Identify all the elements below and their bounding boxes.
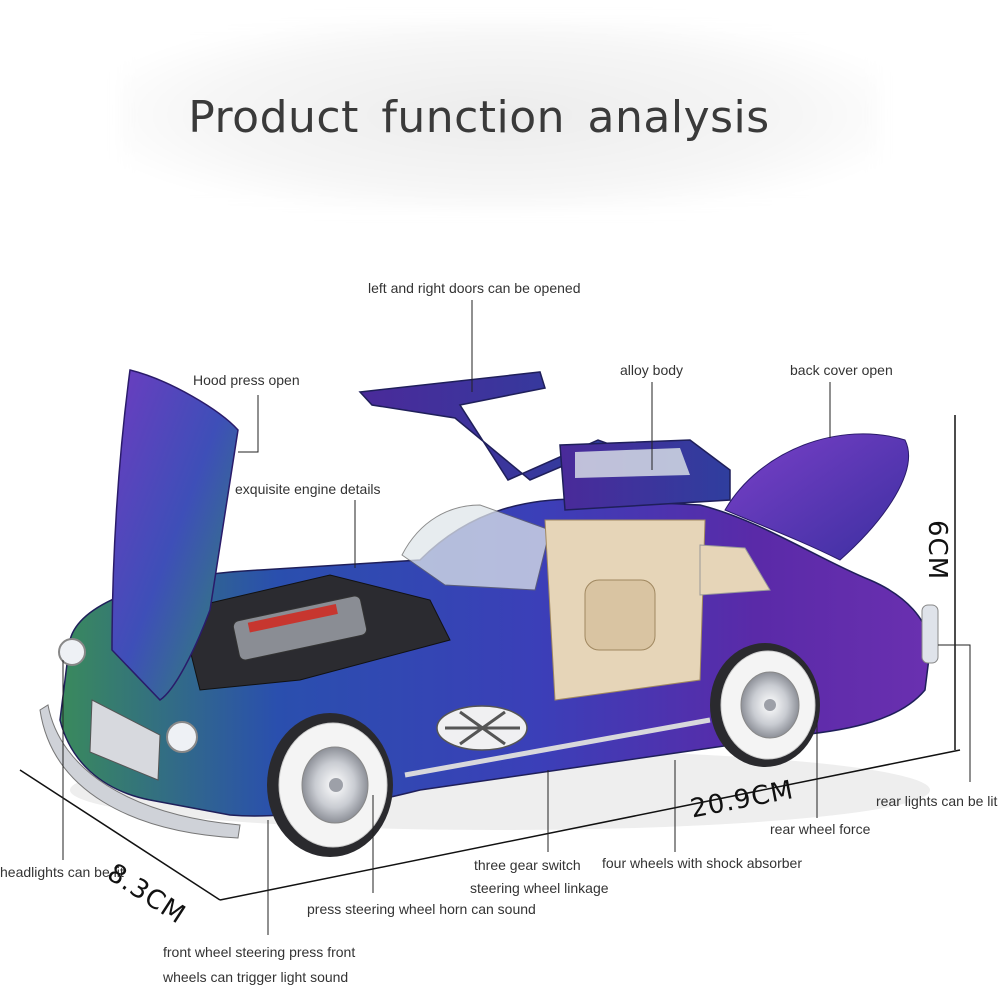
chrome-strip — [404, 717, 711, 778]
callout-gear-switch: three gear switch — [474, 857, 581, 873]
headlight-left — [58, 638, 86, 666]
seat — [584, 579, 656, 651]
callout-horn: press steering wheel horn can sound — [307, 901, 536, 917]
callout-rear-wheel: rear wheel force — [770, 821, 871, 837]
callout-lines — [62, 300, 971, 935]
callout-headlights: headlights can be lit — [0, 864, 124, 880]
side-vent — [436, 705, 528, 751]
right-door-window — [575, 448, 690, 478]
grille — [89, 699, 161, 781]
headlight-right — [166, 721, 198, 753]
engine-cover — [247, 604, 338, 633]
callout-steering: steering wheel linkage — [470, 880, 609, 896]
callout-back-cover: back cover open — [790, 362, 893, 378]
dimension-height: 6CM — [922, 520, 952, 581]
callout-doors: left and right doors can be opened — [368, 280, 581, 296]
callout-rear-lights: rear lights can be lit — [876, 793, 998, 809]
page-title: Product function analysis — [188, 92, 770, 143]
trunk-lid — [724, 433, 910, 561]
callout-hood: Hood press open — [193, 372, 300, 388]
left-door — [358, 371, 615, 481]
title-backdrop — [120, 20, 880, 210]
callout-front-wheel-line2: wheels can trigger light sound — [163, 969, 349, 985]
callout-front-wheel-line1: front wheel steering press front — [163, 944, 356, 960]
callout-engine: exquisite engine details — [235, 481, 381, 497]
callout-alloy-body: alloy body — [620, 362, 684, 378]
rear-window — [699, 544, 771, 596]
rear-wheel — [710, 643, 820, 767]
rear-light — [921, 604, 939, 664]
dimension-lines — [19, 415, 961, 901]
callout-shock: four wheels with shock absorber — [602, 855, 802, 871]
hood-panel — [111, 369, 239, 701]
front-bumper — [39, 704, 241, 839]
front-wheel — [267, 713, 393, 857]
